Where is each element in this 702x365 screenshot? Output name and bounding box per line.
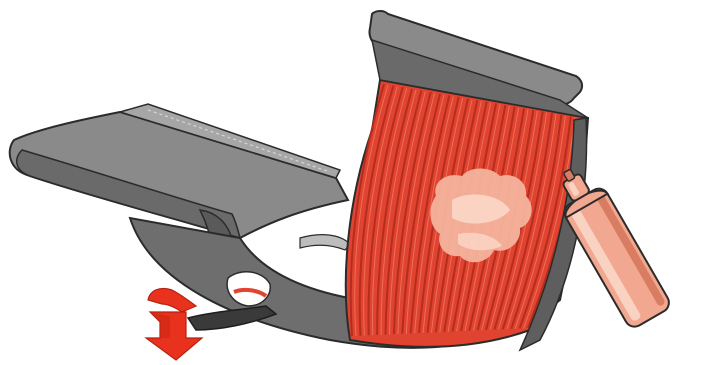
gutter-spray-illustration [0,0,702,365]
illustration [0,0,702,365]
